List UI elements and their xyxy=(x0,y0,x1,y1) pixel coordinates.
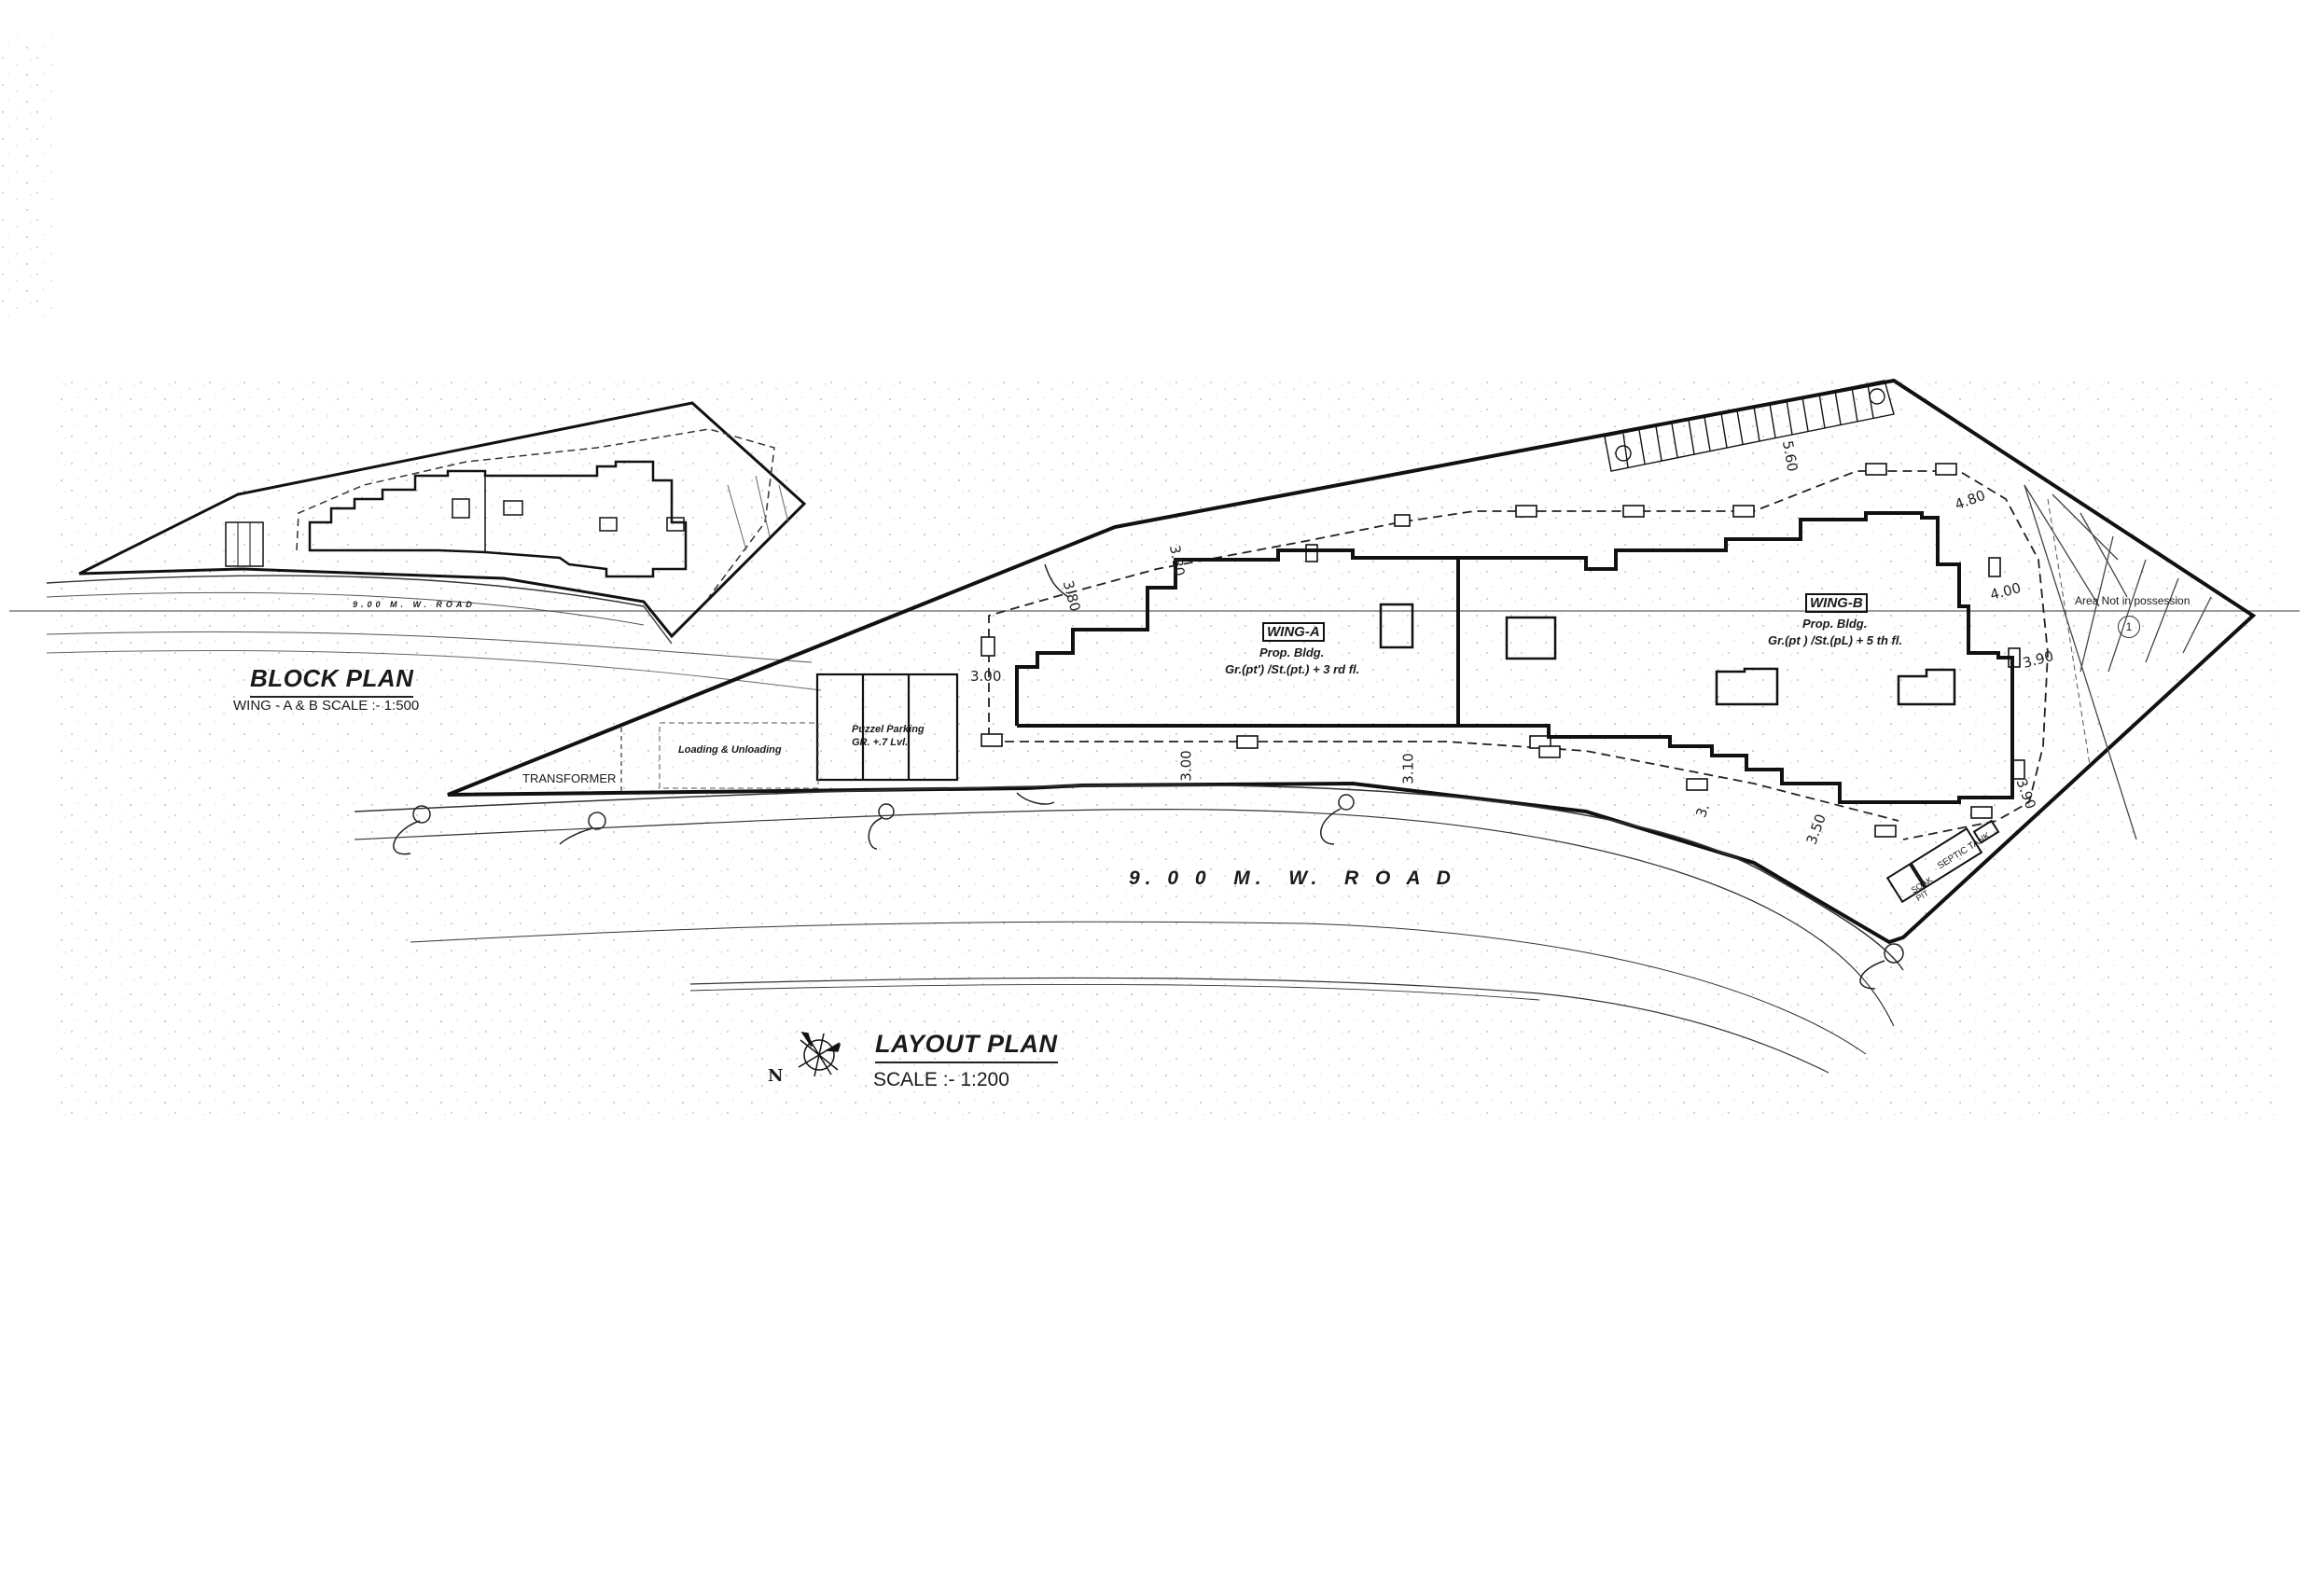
layout-plan-title: LAYOUT PLAN xyxy=(875,1030,1058,1063)
transformer-label: TRANSFORMER xyxy=(522,771,617,785)
scan-noise xyxy=(56,373,2276,1119)
wing-a-line1: Prop. Bldg. xyxy=(1259,645,1325,659)
area-not-in-possession-label: Area Not in possession xyxy=(2075,594,2191,607)
north-label: N xyxy=(768,1066,784,1086)
block-plan-road-label: 9.00 M. W. ROAD xyxy=(353,600,476,609)
block-plan-title: BLOCK PLAN xyxy=(250,664,414,698)
layout-plan-drawing xyxy=(354,378,2257,1077)
dimension-label: 3.00 xyxy=(1177,750,1195,782)
block-plan-subtitle: WING - A & B SCALE :- 1:500 xyxy=(233,698,420,714)
wing-b-line1: Prop. Bldg. xyxy=(1802,617,1868,631)
wing-a-line2: Gr.(pt') /St.(pt.) + 3 rd fl. xyxy=(1225,662,1360,676)
north-arrow-icon xyxy=(798,1031,842,1077)
loading-label: Loading & Unloading xyxy=(678,744,782,756)
main-road-label: 9. 0 0 M. W. R O A D xyxy=(1129,867,1456,889)
dimension-label: 3.10 xyxy=(1399,753,1417,784)
area-marker: 1 xyxy=(2118,616,2140,638)
wing-b-line2: Gr.(pt ) /St.(pL) + 5 th fl. xyxy=(1768,633,1903,647)
layout-plan-scale: SCALE :- 1:200 xyxy=(873,1069,1009,1090)
dimension-label: 3.00 xyxy=(970,668,1002,685)
wing-b-tag: WING-B xyxy=(1805,593,1868,613)
puzzle-parking-levels: GR. +.7 Lvl. xyxy=(852,737,909,748)
wing-a-tag: WING-A xyxy=(1262,622,1325,642)
puzzle-parking-label: Puzzel Parking xyxy=(852,724,925,735)
block-plan-drawing xyxy=(46,401,822,691)
